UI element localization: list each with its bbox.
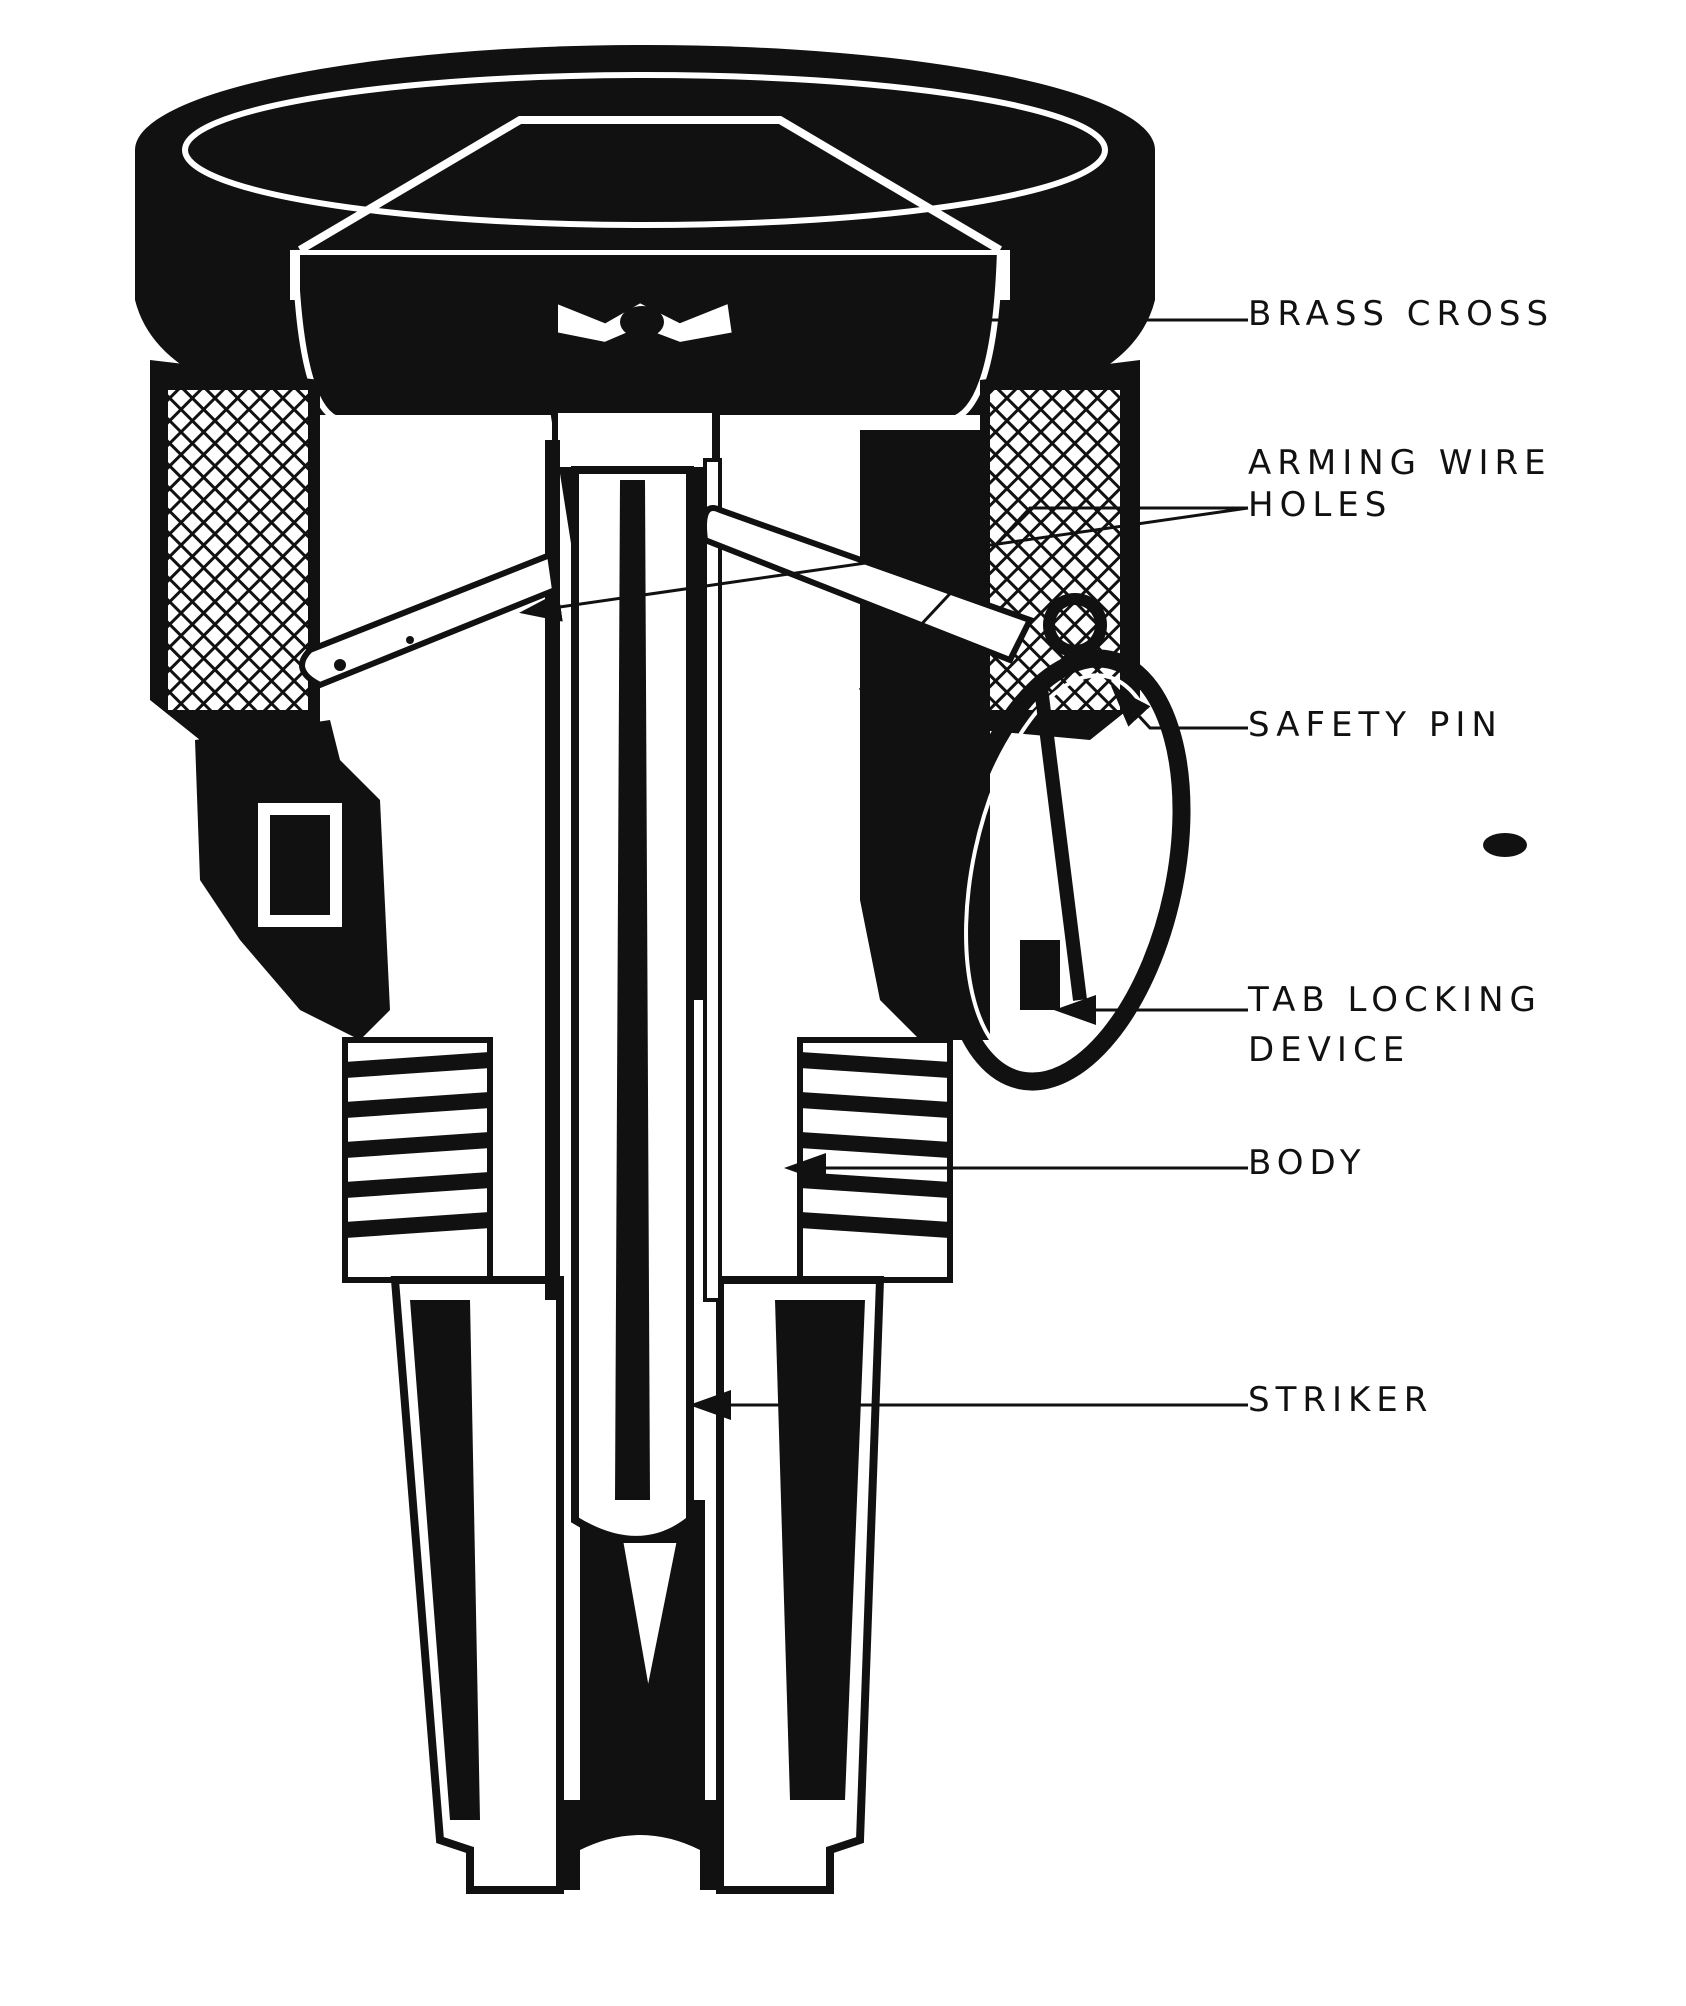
label-striker: STRIKER (1248, 1380, 1434, 1420)
label-safety-pin: SAFETY PIN (1248, 705, 1503, 745)
leader-lines (519, 305, 1249, 1420)
arming-wire-passage (299, 505, 1035, 689)
striker (545, 407, 722, 1701)
label-body: BODY (1248, 1143, 1367, 1183)
tab-locking-device (1020, 940, 1060, 1010)
ink-blot (1483, 833, 1527, 857)
brass-cross (552, 295, 739, 349)
lower-body (390, 1276, 885, 1894)
label-arming-wire-holes-line1: ARMING WIRE (1248, 443, 1552, 483)
leader-safety-pin (1110, 685, 1248, 730)
fuze-head (135, 45, 1155, 423)
label-brass-cross: BRASS CROSS (1248, 294, 1555, 334)
label-tab-locking-device-line1: TAB LOCKING (1248, 980, 1542, 1020)
safety-pin-ring (939, 593, 1191, 1091)
thread-section (342, 1037, 953, 1283)
leader-arming-wire-holes-b (858, 506, 1248, 692)
label-tab-locking-device-line2: DEVICE (1248, 1030, 1411, 1070)
label-arming-wire-holes-line2: HOLES (1248, 485, 1393, 525)
leader-arming-wire-holes-a (519, 506, 1249, 622)
knurled-collar (150, 360, 1140, 740)
